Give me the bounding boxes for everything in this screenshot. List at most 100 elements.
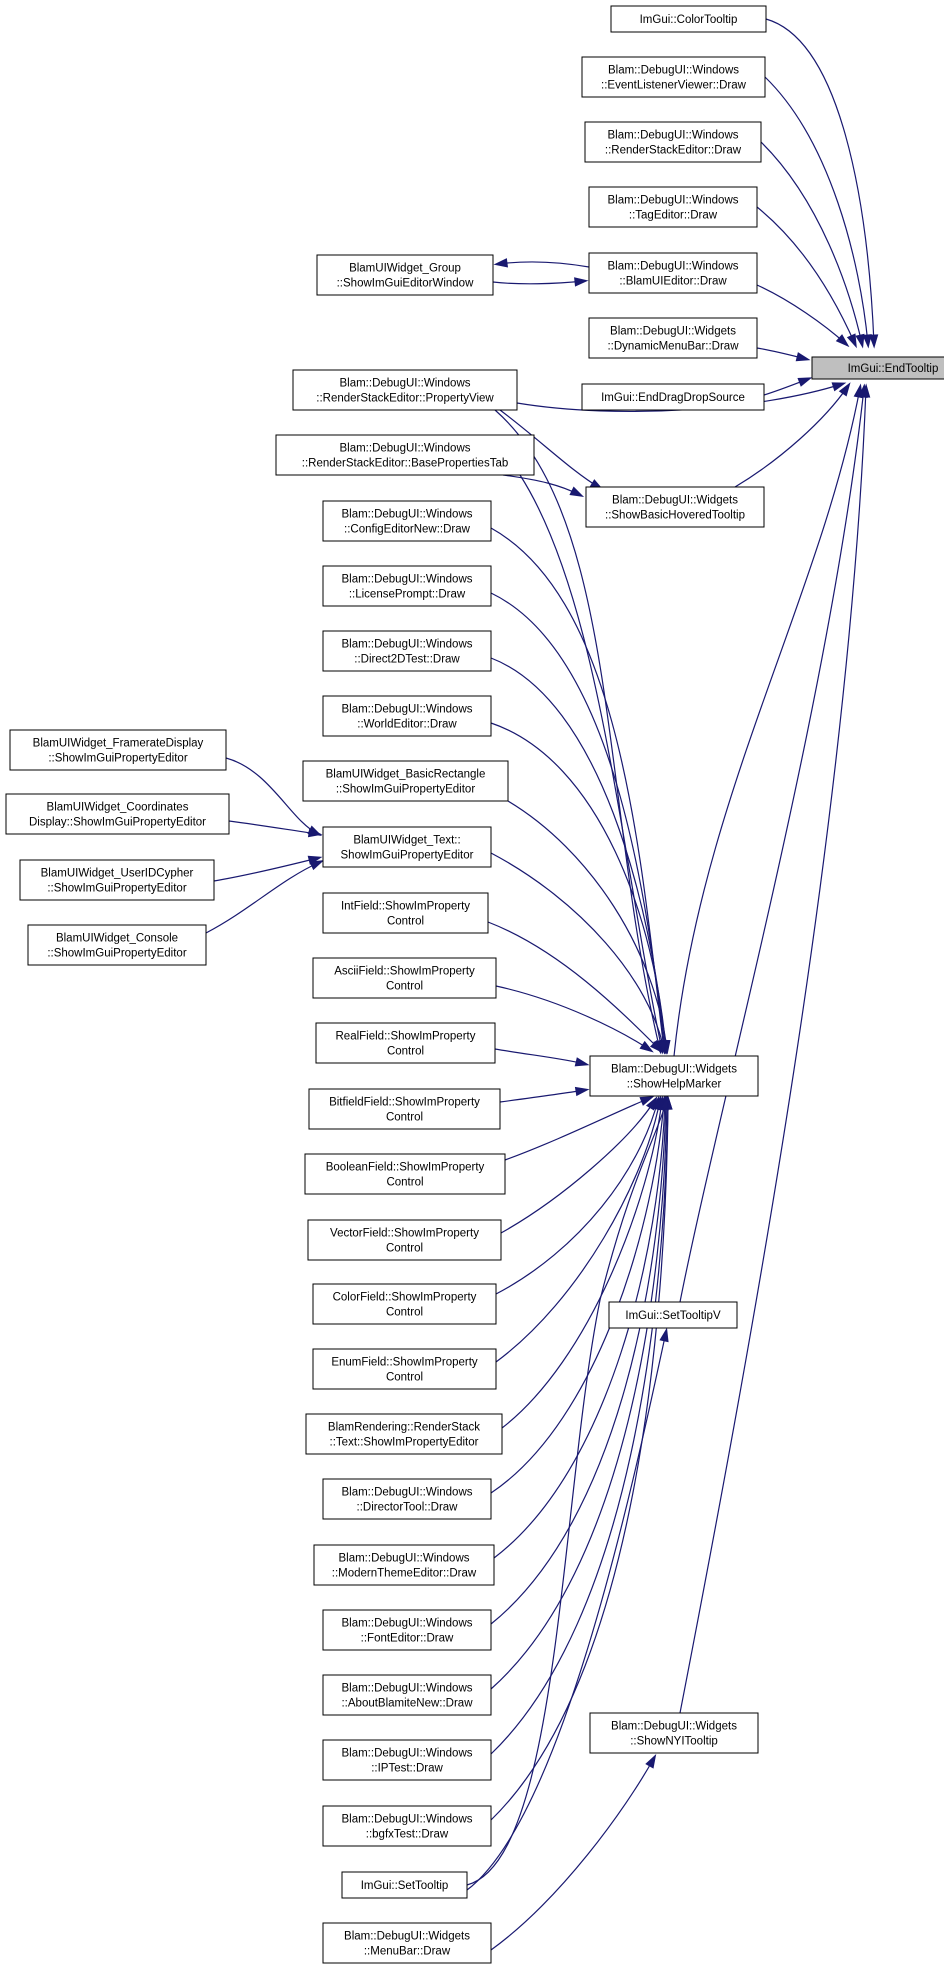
- node-endtooltip[interactable]: ImGui::EndTooltip: [811, 356, 944, 380]
- node-bgfxtest[interactable]: Blam::DebugUI::Windows::bgfxTest::Draw: [322, 1805, 492, 1847]
- node-box: [312, 957, 497, 999]
- node-box: [608, 1301, 738, 1329]
- edge-licenseprompt-to-showhelpmarker: [490, 592, 669, 1055]
- node-renderstackeditor[interactable]: Blam::DebugUI::Windows::RenderStackEdito…: [584, 121, 762, 163]
- node-basicrectangle[interactable]: BlamUIWidget_BasicRectangle::ShowImGuiPr…: [302, 760, 509, 802]
- edge-line: [519, 474, 663, 1051]
- node-box: [610, 5, 767, 33]
- node-box: [315, 1022, 496, 1064]
- node-blamuieditor[interactable]: Blam::DebugUI::Windows::BlamUIEditor::Dr…: [588, 252, 758, 294]
- edge-line: [490, 1099, 669, 1755]
- edge-line: [494, 1048, 586, 1065]
- edge-line: [490, 1099, 669, 1821]
- node-worldeditor[interactable]: Blam::DebugUI::Windows::WorldEditor::Dra…: [322, 695, 492, 737]
- node-widgetgroup[interactable]: BlamUIWidget_Group::ShowImGuiEditorWindo…: [316, 254, 494, 296]
- node-label-line: Blam::DebugUI::Windows: [341, 704, 472, 716]
- node-useridcypher[interactable]: BlamUIWidget_UserIDCypher::ShowImGuiProp…: [19, 859, 215, 901]
- arrowhead-icon: [838, 382, 851, 397]
- node-configeditornew[interactable]: Blam::DebugUI::Windows::ConfigEditorNew:…: [322, 500, 492, 542]
- arrowhead-icon: [659, 1095, 669, 1111]
- node-propertyview[interactable]: Blam::DebugUI::Windows::RenderStackEdito…: [292, 369, 518, 411]
- node-aboutblamite[interactable]: Blam::DebugUI::Windows::AboutBlamiteNew:…: [322, 1674, 492, 1716]
- edge-line: [490, 1099, 667, 1625]
- node-label-line: Control: [386, 1177, 423, 1189]
- node-iptest[interactable]: Blam::DebugUI::Windows::IPTest::Draw: [322, 1739, 492, 1781]
- node-label-line: Blam::DebugUI::Windows: [341, 1618, 472, 1630]
- node-label-line: RealField::ShowImProperty: [336, 1031, 476, 1043]
- edge-line: [679, 387, 867, 1714]
- node-framerate[interactable]: BlamUIWidget_FramerateDisplay::ShowImGui…: [9, 729, 227, 771]
- node-eventlistener[interactable]: Blam::DebugUI::Windows::EventListenerVie…: [581, 56, 766, 98]
- node-label-line: ::ModernThemeEditor::Draw: [332, 1568, 477, 1580]
- node-label-line: ::ShowImGuiPropertyEditor: [47, 948, 187, 960]
- edge-line: [765, 18, 875, 345]
- node-box: [9, 729, 227, 771]
- node-shownyitooltip[interactable]: Blam::DebugUI::Widgets::ShowNYITooltip: [589, 1712, 759, 1754]
- node-fonteditor[interactable]: Blam::DebugUI::Windows::FontEditor::Draw: [322, 1609, 492, 1651]
- node-box: [27, 924, 207, 966]
- edge-line: [495, 985, 651, 1051]
- arrowhead-icon: [639, 1096, 655, 1106]
- node-coordinates[interactable]: BlamUIWidget_CoordinatesDisplay::ShowImG…: [5, 793, 230, 835]
- node-showbasichovered[interactable]: Blam::DebugUI::Widgets::ShowBasicHovered…: [585, 486, 765, 528]
- node-dynamicmenubar[interactable]: Blam::DebugUI::Widgets::DynamicMenuBar::…: [588, 317, 758, 359]
- node-settooltip[interactable]: ImGui::SetTooltip: [341, 1871, 468, 1899]
- node-moderntheme[interactable]: Blam::DebugUI::Windows::ModernThemeEdito…: [313, 1544, 495, 1586]
- node-label-line: Blam::DebugUI::Widgets: [611, 1721, 737, 1733]
- node-label-line: ImGui::EndDragDropSource: [601, 392, 745, 404]
- node-widgettext[interactable]: BlamUIWidget_Text::ShowImGuiPropertyEdit…: [322, 826, 492, 868]
- node-enddragdrop[interactable]: ImGui::EndDragDropSource: [581, 383, 765, 411]
- node-label-line: ::RenderStackEditor::BasePropertiesTab: [302, 458, 508, 470]
- edge-widgettext-to-showhelpmarker: [490, 852, 667, 1055]
- node-box: [292, 369, 518, 411]
- node-label-line: ImGui::ColorTooltip: [640, 14, 738, 26]
- edge-directortool-to-showhelpmarker: [490, 1095, 668, 1494]
- arrowhead-icon: [835, 334, 850, 348]
- edge-line: [490, 1099, 665, 1494]
- node-box: [316, 254, 494, 296]
- node-label-line: Control: [386, 1112, 423, 1124]
- node-label-line: Control: [386, 1243, 423, 1255]
- node-menubar[interactable]: Blam::DebugUI::Widgets::MenuBar::Draw: [322, 1922, 492, 1964]
- arrowhead-icon: [309, 860, 325, 871]
- node-box: [322, 1805, 492, 1847]
- edge-line: [490, 852, 665, 1051]
- edge-line: [495, 1099, 661, 1363]
- node-showhelpmarker[interactable]: Blam::DebugUI::Widgets::ShowHelpMarker: [589, 1055, 759, 1097]
- node-box: [322, 565, 492, 607]
- node-label-line: ::LicensePrompt::Draw: [349, 589, 466, 601]
- node-licenseprompt[interactable]: Blam::DebugUI::Windows::LicensePrompt::D…: [322, 565, 492, 607]
- edge-line: [497, 261, 590, 268]
- node-colortooltip[interactable]: ImGui::ColorTooltip: [610, 5, 767, 33]
- edge-console-to-widgettext: [205, 860, 325, 934]
- node-label-line: Blam::DebugUI::Widgets: [611, 1064, 737, 1076]
- nodes-layer: ImGui::EndTooltip ImGui::ColorTooltipBlam…: [5, 5, 944, 1964]
- node-box: [322, 630, 492, 672]
- node-direct2dtest[interactable]: Blam::DebugUI::Windows::Direct2DTest::Dr…: [322, 630, 492, 672]
- node-basepropertiestab[interactable]: Blam::DebugUI::Windows::RenderStackEdito…: [275, 434, 535, 476]
- node-renderstacktext[interactable]: BlamRendering::RenderStack::Text::ShowIm…: [305, 1413, 503, 1455]
- node-tageditor[interactable]: Blam::DebugUI::Windows::TagEditor::Draw: [588, 186, 758, 228]
- node-label-line: Blam::DebugUI::Widgets: [344, 1931, 470, 1943]
- node-label-line: BlamUIWidget_BasicRectangle: [326, 769, 486, 781]
- edge-booleanfield-to-showhelpmarker: [504, 1096, 655, 1161]
- edge-line: [490, 1757, 655, 1951]
- edge-tageditor-to-endtooltip: [756, 206, 857, 349]
- node-box: [312, 1283, 497, 1325]
- node-label-line: ColorField::ShowImProperty: [333, 1292, 477, 1304]
- edge-settooltip-to-settooltipv: [466, 1327, 669, 1891]
- node-settooltipv[interactable]: ImGui::SetTooltipV: [608, 1301, 738, 1329]
- arrowhead-icon: [649, 1039, 664, 1054]
- node-directortool[interactable]: Blam::DebugUI::Windows::DirectorTool::Dr…: [322, 1478, 492, 1520]
- edge-line: [490, 592, 666, 1051]
- edge-line: [507, 800, 668, 1051]
- node-console[interactable]: BlamUIWidget_Console::ShowImGuiPropertyE…: [27, 924, 207, 966]
